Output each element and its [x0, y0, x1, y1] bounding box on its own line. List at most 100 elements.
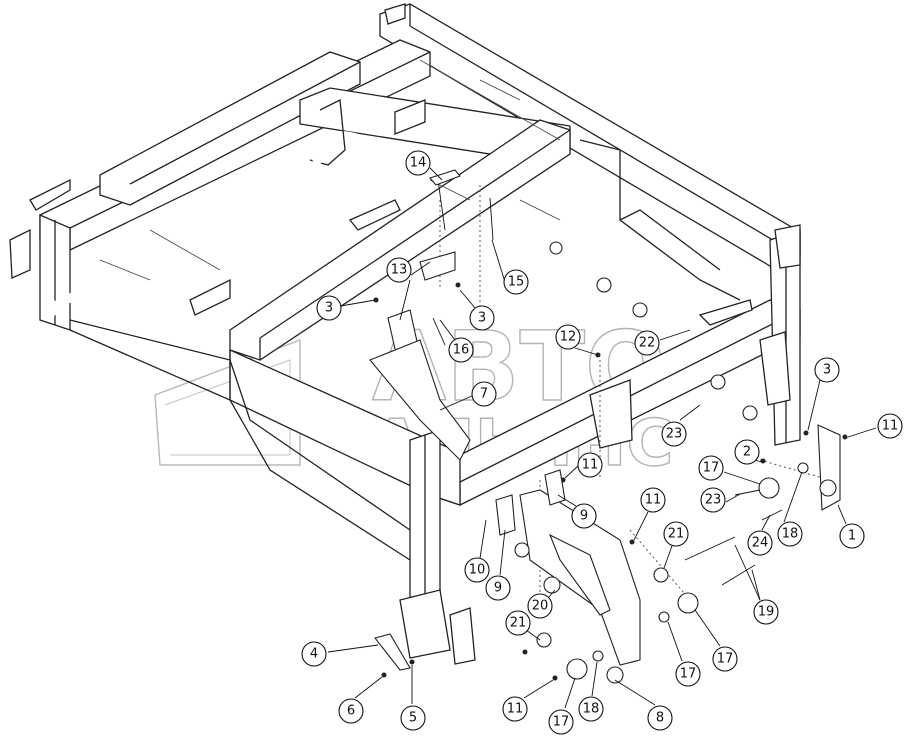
callout-11: 11: [640, 487, 666, 513]
callout-circle: [634, 330, 660, 356]
callout-circle: [814, 357, 840, 383]
callout-circle: [338, 698, 364, 724]
callout-circle: [301, 641, 327, 667]
callout-number: 21: [668, 527, 685, 542]
callout-number: 8: [656, 711, 664, 726]
callout-number: 9: [494, 581, 502, 596]
callout-20: 20: [527, 593, 553, 619]
callout-17: 17: [698, 455, 724, 481]
callout-17: 17: [712, 646, 738, 672]
loose-parts: [369, 169, 848, 684]
callout-13: 13: [386, 257, 412, 283]
callout-number: 21: [510, 616, 527, 631]
callout-14: 14: [405, 150, 431, 176]
callout-number: 24: [752, 536, 769, 551]
callout-24: 24: [747, 530, 773, 556]
callout-number: 17: [703, 461, 720, 476]
callout-circle: [555, 324, 581, 350]
callout-circle: [405, 150, 431, 176]
callout-circle: [698, 455, 724, 481]
callout-number: 2: [743, 445, 751, 460]
callout-circle: [505, 610, 531, 636]
callout-circle: [464, 557, 490, 583]
callout-circle: [661, 421, 687, 447]
callout-number: 1: [848, 529, 856, 544]
callout-number: 9: [580, 509, 588, 524]
callout-circle: [712, 646, 738, 672]
callout-circle: [675, 661, 701, 687]
callout-circle: [577, 452, 603, 478]
callout-number: 7: [480, 387, 488, 402]
callout-3: 3: [469, 305, 495, 331]
callout-23: 23: [661, 421, 687, 447]
callout-circle: [448, 337, 474, 363]
callout-number: 6: [347, 704, 355, 719]
callout-circle: [503, 269, 529, 295]
callout-circle: [578, 696, 604, 722]
callout-circle: [877, 413, 903, 439]
callout-number: 5: [409, 711, 417, 726]
callout-number: 20: [532, 599, 549, 614]
callout-circle: [571, 503, 597, 529]
callout-circle: [485, 575, 511, 601]
callout-number: 10: [469, 563, 486, 578]
sprayer-frame: [9, 3, 801, 665]
callout-circle: [400, 705, 426, 731]
callout-number: 17: [680, 667, 697, 682]
callout-21: 21: [505, 610, 531, 636]
callout-circle: [527, 593, 553, 619]
callout-number: 3: [325, 301, 333, 316]
callout-circle: [647, 705, 673, 731]
callout-circle: [747, 530, 773, 556]
callout-23: 23: [700, 487, 726, 513]
callout-number: 4: [310, 647, 318, 662]
callout-3: 3: [814, 357, 840, 383]
callout-22: 22: [634, 330, 660, 356]
callout-number: 16: [453, 343, 470, 358]
callout-11: 11: [502, 696, 528, 722]
callout-number: 22: [639, 336, 656, 351]
callout-9: 9: [485, 575, 511, 601]
callout-number: 19: [758, 605, 775, 620]
callout-17: 17: [548, 709, 574, 735]
callout-8: 8: [647, 705, 673, 731]
callout-circle: [316, 295, 342, 321]
callout-number: 23: [666, 427, 683, 442]
callout-circle: [548, 709, 574, 735]
callout-number: 14: [410, 156, 427, 171]
callout-17: 17: [675, 661, 701, 687]
callout-circle: [734, 439, 760, 465]
callout-number: 12: [560, 330, 577, 345]
callout-number: 17: [717, 652, 734, 667]
callout-10: 10: [464, 557, 490, 583]
callout-9: 9: [571, 503, 597, 529]
callout-number: 18: [583, 702, 600, 717]
callout-number: 11: [882, 419, 899, 434]
callout-7: 7: [471, 381, 497, 407]
callout-18: 18: [777, 521, 803, 547]
callout-21: 21: [663, 521, 689, 547]
callout-number: 3: [478, 311, 486, 326]
callout-circle: [640, 487, 666, 513]
callout-number: 3: [823, 363, 831, 378]
callout-circle: [663, 521, 689, 547]
callout-number: 15: [508, 275, 525, 290]
callout-circle: [502, 696, 528, 722]
callout-number: 18: [782, 527, 799, 542]
callout-11: 11: [577, 452, 603, 478]
callout-number: 17: [553, 715, 570, 730]
callout-3: 3: [316, 295, 342, 321]
callout-2: 2: [734, 439, 760, 465]
callout-circle: [700, 487, 726, 513]
callout-6: 6: [338, 698, 364, 724]
callout-number: 11: [645, 493, 662, 508]
callout-circle: [753, 599, 779, 625]
callout-circle: [777, 521, 803, 547]
callout-circle: [471, 381, 497, 407]
leader-lines: [327, 167, 877, 709]
callout-number: 11: [582, 458, 599, 473]
callout-number: 13: [391, 263, 408, 278]
callout-18: 18: [578, 696, 604, 722]
